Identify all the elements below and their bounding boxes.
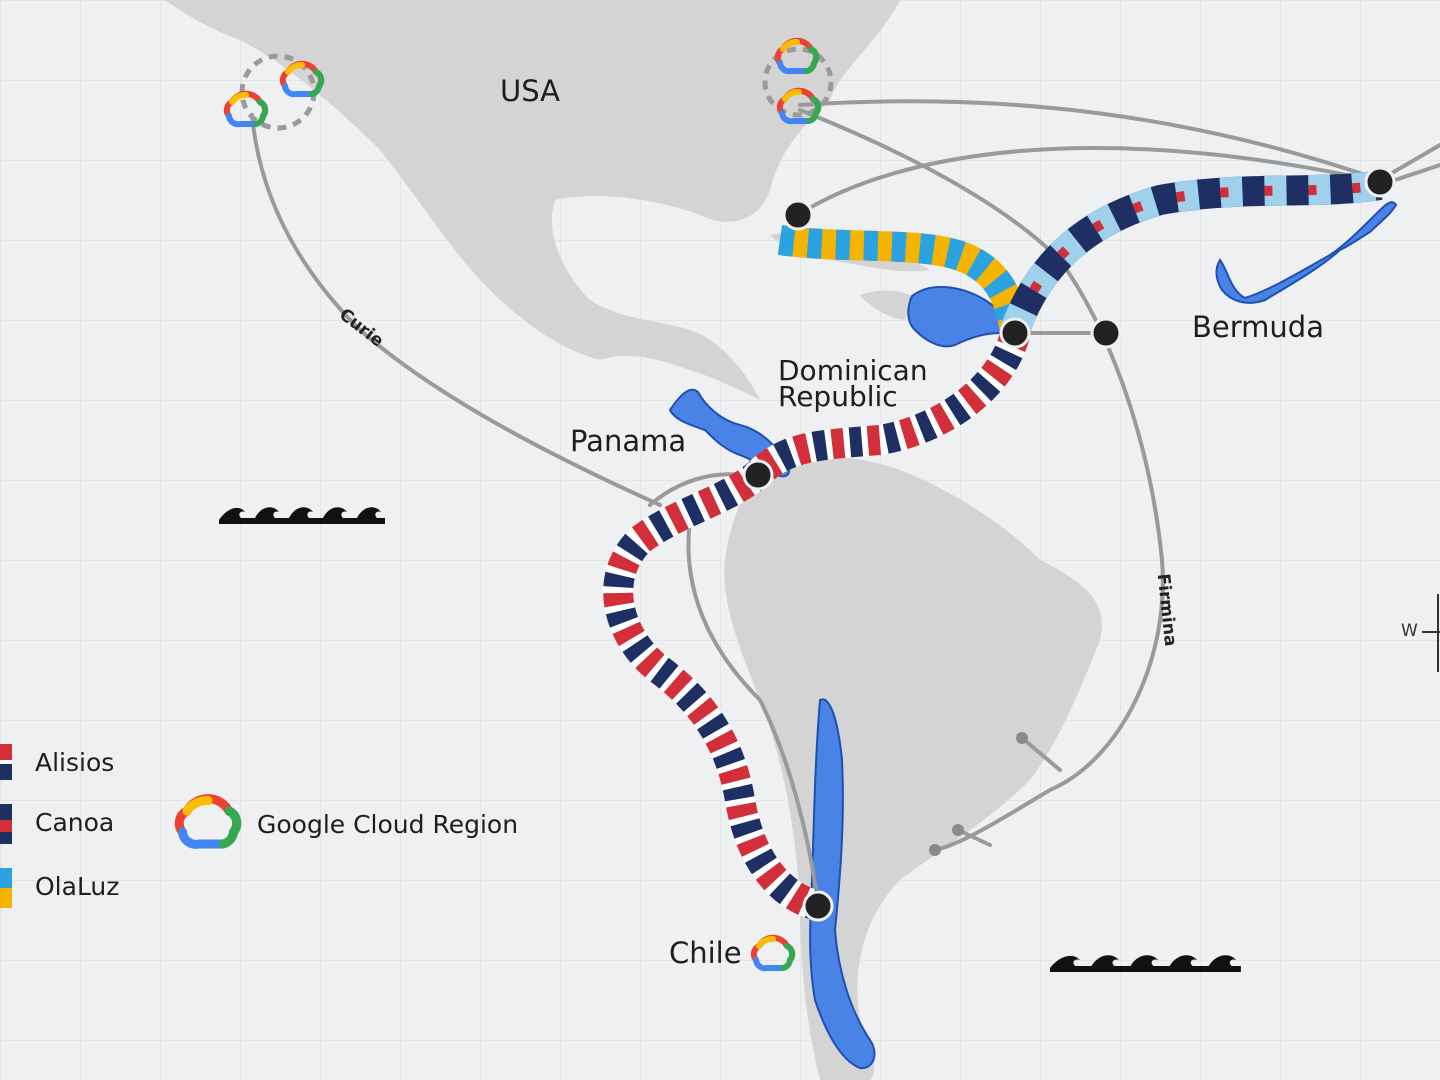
landing-node-chile	[802, 890, 834, 922]
landing-node-east	[1090, 317, 1122, 349]
landing-node-bermuda	[1364, 166, 1396, 198]
olaluz-cable-pattern	[777, 225, 1030, 333]
chile-shape	[809, 698, 876, 1070]
dominican-republic-shape	[907, 286, 1017, 348]
canoa-cable-pattern	[1000, 170, 1383, 336]
cable-branch-1	[1020, 736, 1062, 772]
country-label-panama: Panama	[570, 424, 687, 458]
curie-cable	[250, 113, 662, 507]
hispaniola-land	[860, 290, 912, 320]
compass-west-label: W	[1401, 621, 1418, 641]
compass-rose	[1422, 594, 1440, 672]
landing-node-florida	[782, 199, 814, 231]
country-label-bermuda: Bermuda	[1192, 310, 1324, 344]
north-america-land	[165, 0, 900, 400]
landing-node-small-1	[1016, 732, 1028, 744]
firmina-cable	[798, 108, 1165, 852]
alisios-cable	[603, 330, 1030, 920]
legend-label-olaluz: OlaLuz	[35, 872, 120, 901]
legend-label-google-cloud-region: Google Cloud Region	[257, 810, 519, 839]
legend-swatch-canoa	[0, 804, 12, 844]
country-label-usa: USA	[500, 74, 561, 108]
bermuda-shape	[1215, 201, 1398, 304]
landing-node-small-3	[929, 844, 941, 856]
cable-florida-bermuda	[796, 146, 1382, 217]
legend-swatch-olaluz	[0, 868, 12, 908]
landing-node-dominican-republic	[999, 317, 1031, 349]
legend-label-canoa: Canoa	[35, 808, 115, 837]
country-label-dominican-republic-line2: Republic	[778, 380, 898, 413]
landing-node-small-2	[952, 824, 964, 836]
region-group-east	[762, 46, 834, 118]
legend-label-alisios: Alisios	[35, 748, 115, 777]
legend-swatch-alisios	[0, 744, 12, 780]
country-label-dominican-republic-line1: Dominican	[778, 354, 928, 387]
landing-node-panama	[742, 459, 774, 491]
cable-us-east-bermuda	[798, 99, 1382, 182]
country-label-chile: Chile	[669, 936, 742, 970]
